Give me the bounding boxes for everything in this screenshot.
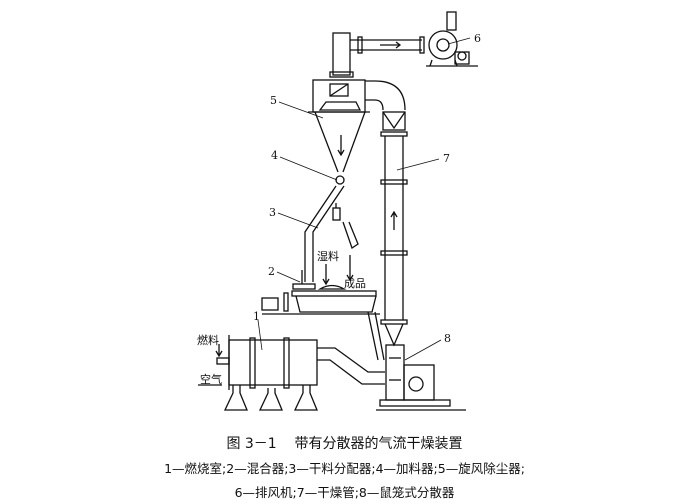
feeder-valve (335, 175, 345, 185)
cage-disperser (376, 344, 466, 411)
exhaust-fan (426, 11, 478, 67)
combustion-chamber (198, 335, 385, 411)
label-6: 6 (474, 32, 481, 45)
leader-lines (257, 37, 471, 361)
label-4: 4 (271, 149, 278, 162)
label-wet-material: 湿料 (317, 249, 339, 263)
support-legs (223, 385, 318, 411)
label-2: 2 (268, 265, 275, 278)
exhaust-duct (329, 32, 425, 78)
label-air: 空气 (200, 372, 222, 386)
label-1: 1 (253, 310, 260, 323)
dry-material-distributor (301, 185, 359, 284)
label-7: 7 (443, 152, 450, 165)
figure-legend-line-1: 1—燃烧室;2—混合器;3—干料分配器;4—加料器;5—旋风除尘器; (164, 461, 525, 476)
drying-tube (365, 80, 408, 347)
figure-title: 图 3－1 带有分散器的气流干燥装置 (226, 436, 463, 452)
label-product: 成品 (344, 277, 366, 290)
label-5: 5 (270, 94, 277, 107)
mixer (261, 264, 385, 361)
label-fuel: 燃料 (197, 333, 219, 347)
label-8: 8 (444, 332, 451, 345)
cyclone-separator (308, 79, 370, 185)
label-3: 3 (269, 206, 276, 219)
figure-legend-line-2: 6—排风机;7—干燥管;8—鼠笼式分散器 (234, 485, 455, 500)
